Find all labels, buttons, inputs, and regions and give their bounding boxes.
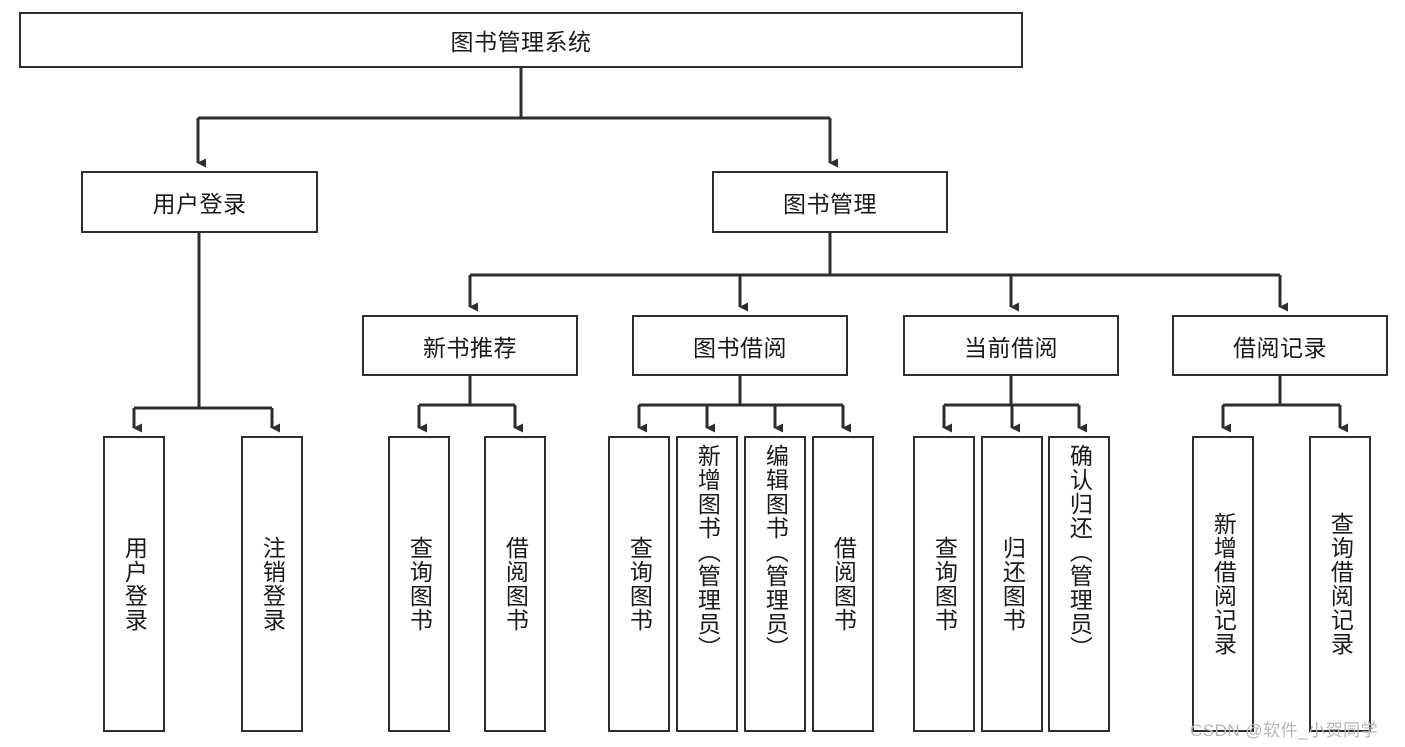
leaf-label: 查询图书: [931, 536, 958, 632]
leaf-logout[interactable]: 注销登录: [241, 436, 303, 732]
node-level3-book-borrow[interactable]: 图书借阅: [632, 315, 848, 376]
leaf-query-borrow-record[interactable]: 查询借阅记录: [1309, 436, 1371, 732]
node-root[interactable]: 图书管理系统: [19, 12, 1023, 68]
csdn-watermark: CSDN @软件_小贺同学: [1190, 721, 1379, 740]
leaf-label: 注销登录: [259, 536, 286, 632]
leaf-label: 确认归还（管理员）: [1066, 444, 1093, 660]
node-root-label: 图书管理系统: [450, 29, 592, 55]
leaf-label: 归还图书: [999, 536, 1026, 632]
leaf-add-book-admin[interactable]: 新增图书（管理员）: [676, 436, 738, 732]
leaf-borrow-book-recommend[interactable]: 借阅图书: [484, 436, 546, 732]
leaf-add-borrow-record[interactable]: 新增借阅记录: [1192, 436, 1254, 732]
node-level3-current-borrow[interactable]: 当前借阅: [903, 315, 1119, 376]
leaf-label: 查询借阅记录: [1327, 512, 1354, 656]
node-label: 借阅记录: [1233, 334, 1327, 361]
node-level2-user-login[interactable]: 用户登录: [81, 171, 318, 233]
leaf-return-book[interactable]: 归还图书: [981, 436, 1043, 732]
node-level2-book-management[interactable]: 图书管理: [712, 171, 948, 233]
leaf-label: 编辑图书（管理员）: [762, 444, 789, 660]
leaf-user-login[interactable]: 用户登录: [103, 436, 165, 732]
leaf-edit-book-admin[interactable]: 编辑图书（管理员）: [744, 436, 806, 732]
leaf-label: 新增图书（管理员）: [694, 444, 721, 660]
node-level3-borrow-record[interactable]: 借阅记录: [1172, 315, 1388, 376]
leaf-confirm-return-admin[interactable]: 确认归还（管理员）: [1048, 436, 1110, 732]
leaf-label: 借阅图书: [502, 536, 529, 632]
leaf-query-book-borrow[interactable]: 查询图书: [608, 436, 670, 732]
node-label: 图书管理: [783, 191, 877, 217]
node-label: 图书借阅: [693, 334, 787, 361]
leaf-label: 用户登录: [121, 536, 148, 632]
node-label: 新书推荐: [423, 334, 517, 361]
leaf-query-book-recommend[interactable]: 查询图书: [388, 436, 450, 732]
leaf-label: 借阅图书: [830, 536, 857, 632]
node-label: 当前借阅: [964, 334, 1058, 361]
node-level3-new-book-recommend[interactable]: 新书推荐: [362, 315, 578, 376]
leaf-label: 新增借阅记录: [1210, 512, 1237, 656]
leaf-label: 查询图书: [626, 536, 653, 632]
leaf-query-book-current[interactable]: 查询图书: [913, 436, 975, 732]
leaf-label: 查询图书: [406, 536, 433, 632]
node-label: 用户登录: [152, 191, 247, 217]
leaf-borrow-book[interactable]: 借阅图书: [812, 436, 874, 732]
